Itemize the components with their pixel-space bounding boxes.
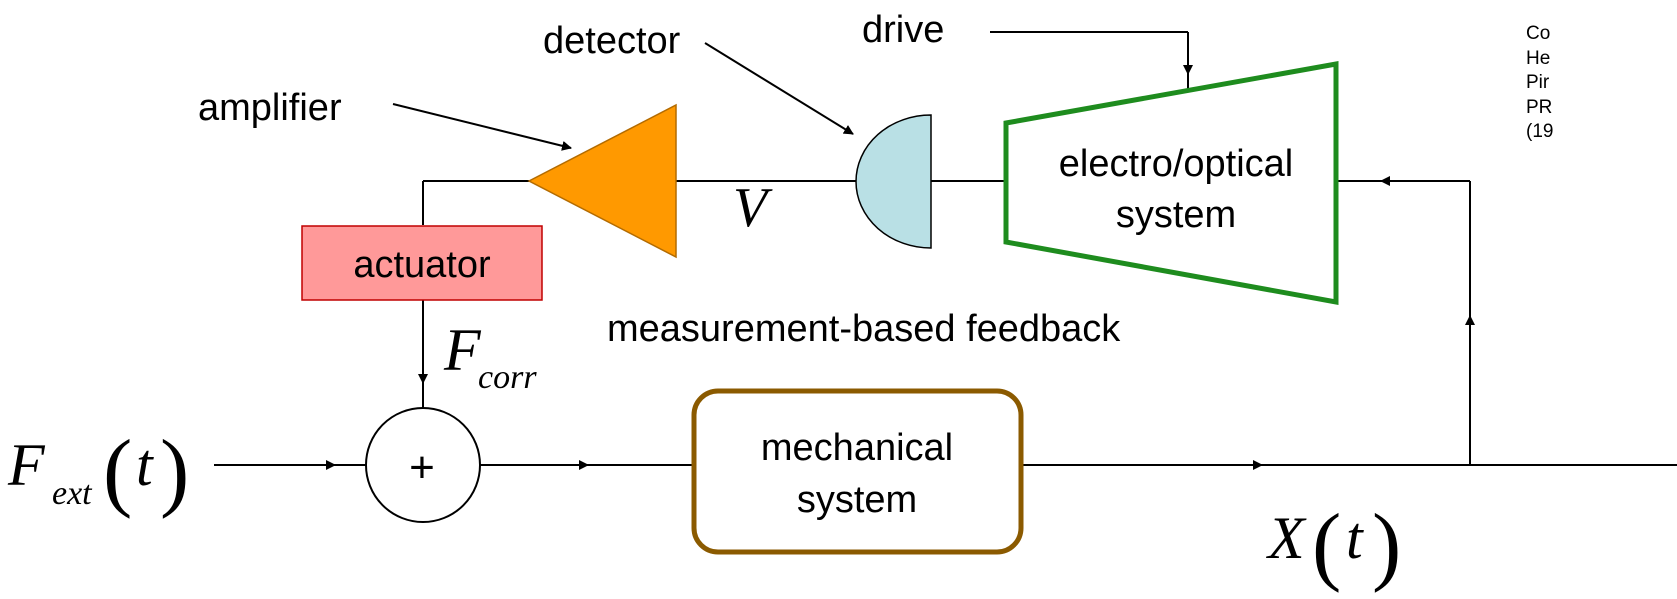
x-close-paren: ) — [1372, 497, 1401, 594]
f-ext-symbol: F — [7, 432, 46, 498]
x-output-symbol: X — [1266, 505, 1307, 571]
electro-optical-system-block — [1003, 61, 1339, 305]
f-corr-symbol: F — [443, 317, 482, 383]
f-ext-open-paren: ( — [103, 423, 132, 520]
citation-line: Co — [1526, 23, 1551, 44]
amplifier-label: amplifier — [198, 87, 342, 129]
amplifier-triangle — [527, 103, 677, 259]
actuator-block — [301, 225, 543, 301]
detector-label: detector — [543, 20, 681, 62]
x-argument: t — [1346, 505, 1364, 571]
signal-lines — [214, 31, 1677, 470]
mechanical-label-line2: system — [797, 479, 917, 521]
detector-shape — [855, 114, 932, 249]
citation-text: Co He Pir PR (19 — [1526, 22, 1677, 145]
drive-label: drive — [862, 9, 944, 51]
voltage-symbol: V — [733, 177, 773, 239]
mechanical-label-line1: mechanical — [761, 427, 953, 469]
citation-line: Pir — [1526, 72, 1550, 93]
amplifier-leader — [392, 103, 572, 151]
summing-junction — [365, 407, 481, 523]
f-ext-subscript: ext — [52, 475, 93, 512]
electro-optical-label-line2: system — [1116, 194, 1236, 236]
summing-junction-plus: + — [409, 443, 435, 492]
actuator-label: actuator — [353, 244, 491, 286]
mechanical-system-block — [691, 388, 1024, 555]
citation-line: PR — [1526, 96, 1553, 118]
citation-line: (19 — [1526, 121, 1554, 142]
feedback-caption: measurement-based feedback — [607, 308, 1121, 350]
f-ext-argument: t — [136, 432, 154, 498]
f-ext-close-paren: ) — [160, 423, 189, 520]
detector-leader — [704, 42, 854, 135]
citation-line: He — [1526, 47, 1551, 69]
electro-optical-label-line1: electro/optical — [1059, 143, 1293, 185]
x-open-paren: ( — [1312, 497, 1341, 594]
f-corr-subscript: corr — [478, 359, 537, 396]
